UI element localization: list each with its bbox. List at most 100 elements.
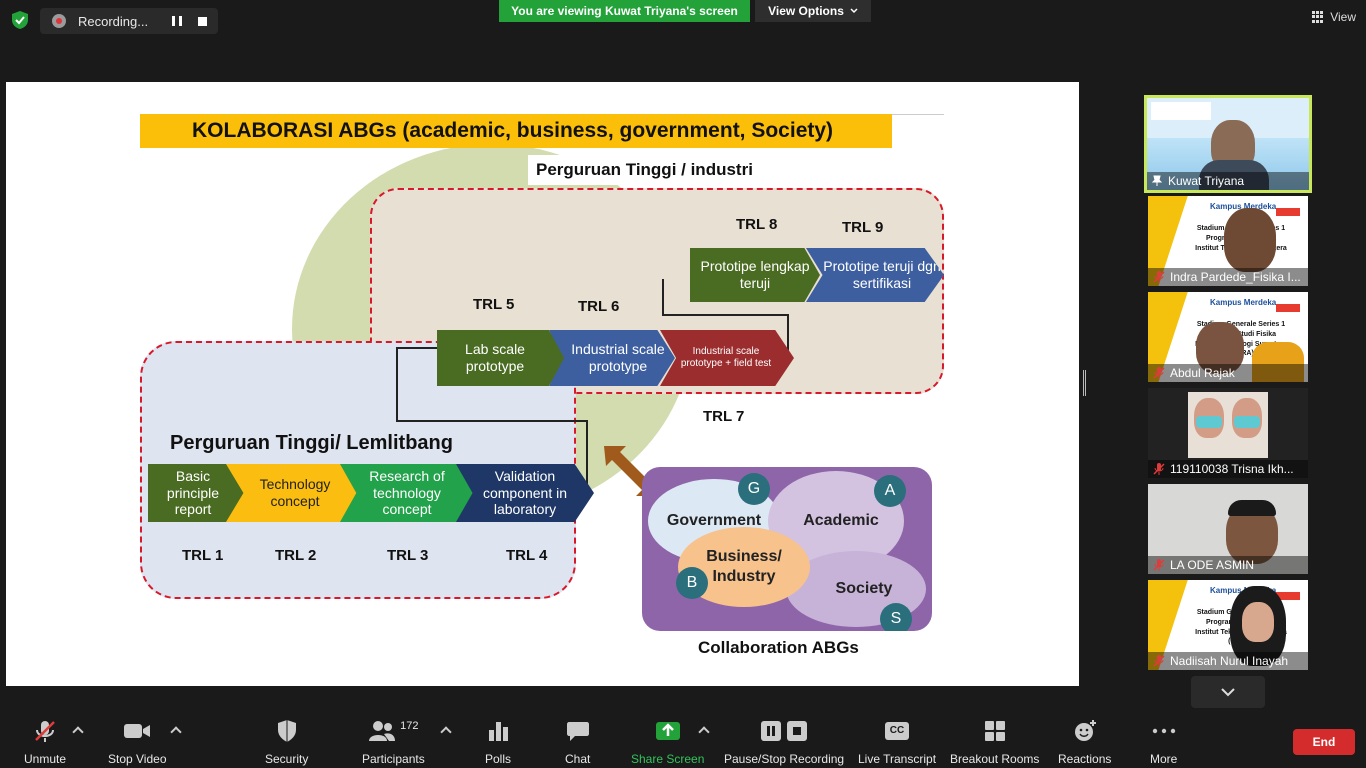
chevron-down-icon (850, 8, 858, 14)
reactions-label: Reactions (1058, 752, 1112, 766)
chat-bubble-icon (566, 718, 590, 744)
chevron-trl-9: Prototipe teruji dgn sertifikasi (806, 248, 944, 302)
academic-label: Academic (803, 512, 879, 529)
participants-options-caret[interactable] (440, 726, 452, 738)
more-dots-icon (1152, 718, 1176, 744)
business-label: Business/ Industry (706, 548, 782, 585)
chevron-trl-3: Research of technology concept (340, 464, 476, 522)
breakout-rooms-button[interactable]: Breakout Rooms (950, 718, 1039, 766)
stop-recording-icon[interactable] (198, 16, 207, 26)
participant-name-bar: LA ODE ASMIN (1148, 556, 1308, 574)
badge-a: A (874, 475, 906, 507)
pin-icon (1151, 175, 1163, 186)
trl-6-label: TRL 6 (578, 298, 620, 315)
pause-stop-recording-button[interactable]: Pause/Stop Recording (724, 718, 844, 766)
security-label: Security (265, 752, 309, 766)
video-tile[interactable]: Kampus Merdeka Stadium Generale Series 1… (1148, 196, 1308, 286)
breakout-rooms-icon (984, 718, 1006, 744)
participant-shirt (1252, 342, 1304, 382)
pause-icon (761, 721, 782, 741)
more-button[interactable]: More (1150, 718, 1177, 766)
video-tile[interactable]: LA ODE ASMIN (1148, 484, 1308, 574)
muted-mic-icon (1153, 655, 1165, 667)
unmute-button[interactable]: Unmute (24, 718, 66, 766)
video-tile[interactable]: Kuwat Triyana (1144, 95, 1312, 193)
recording-dot-icon (52, 14, 66, 28)
itera-logo (1276, 592, 1300, 600)
more-label: More (1150, 752, 1178, 766)
shield-icon (276, 718, 298, 744)
chevron-trl-2: Technology concept (226, 464, 360, 522)
mask (1234, 416, 1260, 428)
pause-stop-recording-label: Pause/Stop Recording (724, 752, 845, 766)
connector-line (662, 314, 788, 316)
itera-logo (1276, 304, 1300, 312)
bar-chart-icon (487, 718, 509, 744)
live-transcript-label: Live Transcript (858, 752, 937, 766)
muted-mic-icon (32, 718, 58, 744)
title-divider (892, 114, 944, 115)
chevron-trl-6: Industrial scale prototype (549, 330, 675, 386)
business-ellipse: Business/ Industry (678, 527, 810, 607)
banner-logo: Kampus Merdeka (1210, 298, 1277, 307)
participant-name: LA ODE ASMIN (1170, 558, 1255, 572)
grid-view-icon (1312, 11, 1324, 23)
participant-name-bar: Nadiisah Nurul Inayah (1148, 652, 1308, 670)
chevron-trl-4: Validation component in laboratory (456, 464, 594, 522)
banner-logo: Kampus Merdeka (1210, 202, 1277, 211)
connector-line (586, 420, 588, 492)
live-transcript-button[interactable]: CC Live Transcript (858, 718, 936, 766)
participants-button[interactable]: 172 Participants (362, 718, 425, 766)
participant-face (1196, 322, 1244, 374)
video-tile[interactable]: Kampus Merdeka Stadium Generale Series 1… (1148, 292, 1308, 382)
closed-caption-icon: CC (885, 718, 910, 744)
banner-line-1: Stadium Generale Series 1 (1196, 321, 1286, 328)
video-tile[interactable]: Kampus Merdeka Stadium Generale Series 1… (1148, 580, 1308, 670)
end-meeting-button[interactable]: End (1293, 729, 1355, 755)
polls-button[interactable]: Polls (485, 718, 511, 766)
encryption-shield-icon[interactable] (10, 10, 30, 30)
trl-4-label: TRL 4 (506, 547, 548, 564)
chat-button[interactable]: Chat (565, 718, 590, 766)
view-options-button[interactable]: View Options (755, 0, 871, 22)
participants-icon-group: 172 (368, 718, 419, 744)
heading-lemlitbang: Perguruan Tinggi/ Lemlitbang (170, 432, 453, 454)
split-resize-handle[interactable] (1083, 370, 1086, 396)
participant-face (1224, 208, 1276, 272)
participants-label: Participants (362, 752, 425, 766)
participant-name: Abdul Rajak (1170, 366, 1235, 380)
view-button[interactable]: View (1312, 10, 1356, 24)
polls-label: Polls (485, 752, 512, 766)
heading-industri: Perguruan Tinggi / industri (528, 155, 764, 185)
shared-screen: KOLABORASI ABGs (academic, business, gov… (6, 82, 1079, 686)
connector-line (396, 420, 588, 422)
breakout-rooms-label: Breakout Rooms (950, 752, 1040, 766)
audio-options-caret[interactable] (72, 726, 84, 738)
badge-g: G (738, 473, 770, 505)
video-tile[interactable]: 119110038 Trisna Ikh... (1148, 388, 1308, 478)
reactions-button[interactable]: Reactions (1058, 718, 1111, 766)
badge-s: S (880, 603, 912, 631)
slide-title: KOLABORASI ABGs (academic, business, gov… (140, 114, 892, 148)
participant-face (1242, 602, 1274, 642)
cc-badge: CC (885, 722, 910, 740)
video-options-caret[interactable] (170, 726, 182, 738)
muted-mic-icon (1153, 271, 1165, 283)
scroll-participants-down-button[interactable] (1191, 676, 1265, 708)
view-label: View (1330, 10, 1356, 24)
share-screen-button[interactable]: Share Screen (631, 718, 704, 766)
muted-mic-icon (1153, 463, 1165, 475)
stop-video-button[interactable]: Stop Video (108, 718, 167, 766)
video-camera-icon (123, 718, 151, 744)
security-button[interactable]: Security (265, 718, 308, 766)
trl-5-label: TRL 5 (473, 296, 515, 313)
meeting-top-bar: Recording... You are viewing Kuwat Triya… (0, 0, 1366, 40)
chat-label: Chat (565, 752, 591, 766)
participant-name-bar: Kuwat Triyana (1147, 172, 1309, 190)
trl-3-label: TRL 3 (387, 547, 429, 564)
share-screen-label: Share Screen (631, 752, 705, 766)
connector-line (396, 347, 398, 421)
pause-recording-icon[interactable] (172, 16, 182, 26)
itera-logo (1276, 208, 1300, 216)
viewing-screen-banner: You are viewing Kuwat Triyana's screen (499, 0, 750, 22)
